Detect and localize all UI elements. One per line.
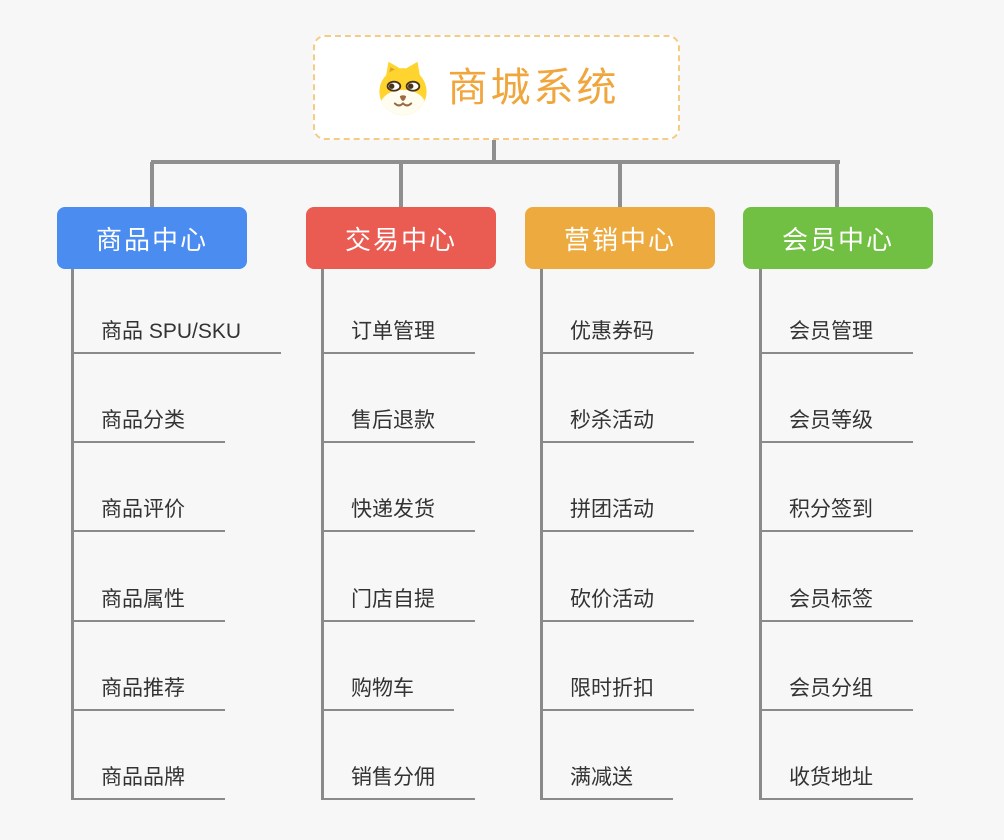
connector-bus [151, 160, 840, 164]
child-topic[interactable]: 秒杀活动 [543, 408, 694, 444]
child-row: 限时折扣 [543, 622, 787, 711]
child-topic[interactable]: 会员等级 [762, 408, 913, 444]
child-row: 会员等级 [762, 354, 1004, 444]
child-topic[interactable]: 销售分佣 [324, 765, 475, 800]
connector-drop-member [835, 162, 839, 208]
child-topic[interactable]: 售后退款 [324, 408, 475, 444]
child-topic[interactable]: 商品 SPU/SKU [74, 319, 282, 354]
child-topic[interactable]: 商品分类 [74, 408, 225, 444]
child-topic[interactable]: 商品评价 [74, 497, 225, 533]
branch-node-product-center[interactable]: 商品中心 [57, 207, 247, 269]
child-topic[interactable]: 会员分组 [762, 676, 913, 711]
child-topic[interactable]: 拼团活动 [543, 497, 694, 533]
connector-drop-marketing [618, 162, 622, 208]
child-row: 售后退款 [324, 354, 568, 444]
child-topic[interactable]: 商品属性 [74, 587, 225, 622]
branch-node-member-center[interactable]: 会员中心 [743, 207, 933, 269]
child-row: 秒杀活动 [543, 354, 787, 444]
child-row: 收货地址 [762, 711, 1004, 800]
branch-children-marketing: 优惠券码 秒杀活动 拼团活动 砍价活动 限时折扣 满减送 [540, 269, 787, 800]
child-row: 销售分佣 [324, 711, 568, 800]
child-topic[interactable]: 会员标签 [762, 587, 913, 622]
dog-face-icon [378, 61, 427, 115]
child-topic[interactable]: 门店自提 [324, 587, 475, 622]
connector-drop-trade [399, 162, 403, 208]
child-topic[interactable]: 满减送 [543, 765, 673, 800]
child-row: 快递发货 [324, 443, 568, 533]
child-row: 商品品牌 [74, 711, 318, 800]
branch-node-trade-center[interactable]: 交易中心 [306, 207, 496, 269]
child-row: 满减送 [543, 711, 787, 800]
child-row: 商品评价 [74, 443, 318, 533]
child-row: 优惠券码 [543, 269, 787, 354]
branch-children-trade: 订单管理 售后退款 快递发货 门店自提 购物车 销售分佣 [321, 269, 568, 800]
child-topic[interactable]: 优惠券码 [543, 319, 694, 354]
branch-children-member: 会员管理 会员等级 积分签到 会员标签 会员分组 收货地址 [759, 269, 1004, 800]
child-row: 门店自提 [324, 532, 568, 622]
child-topic[interactable]: 会员管理 [762, 319, 913, 354]
child-row: 拼团活动 [543, 443, 787, 533]
child-row: 商品属性 [74, 532, 318, 622]
child-row: 购物车 [324, 622, 568, 711]
root-node[interactable]: 商城系统 [313, 35, 680, 140]
child-row: 订单管理 [324, 269, 568, 354]
child-row: 商品分类 [74, 354, 318, 444]
child-row: 会员标签 [762, 532, 1004, 622]
child-row: 商品 SPU/SKU [74, 269, 318, 354]
child-row: 会员分组 [762, 622, 1004, 711]
branch-node-marketing-center[interactable]: 营销中心 [525, 207, 715, 269]
child-row: 商品推荐 [74, 622, 318, 711]
connector-drop-product [150, 162, 154, 208]
child-topic[interactable]: 快递发货 [324, 497, 475, 533]
child-row: 积分签到 [762, 443, 1004, 533]
child-topic[interactable]: 收货地址 [762, 765, 913, 800]
child-row: 会员管理 [762, 269, 1004, 354]
child-topic[interactable]: 砍价活动 [543, 587, 694, 622]
root-title: 商城系统 [447, 65, 620, 110]
child-topic[interactable]: 购物车 [324, 676, 454, 711]
child-row: 砍价活动 [543, 532, 787, 622]
child-topic[interactable]: 商品品牌 [74, 765, 225, 800]
child-topic[interactable]: 商品推荐 [74, 676, 225, 711]
child-topic[interactable]: 积分签到 [762, 497, 913, 533]
child-topic[interactable]: 订单管理 [324, 319, 475, 354]
child-topic[interactable]: 限时折扣 [543, 676, 694, 711]
connector-root-stub [492, 140, 496, 162]
branch-children-product: 商品 SPU/SKU 商品分类 商品评价 商品属性 商品推荐 商品品牌 [71, 269, 318, 800]
